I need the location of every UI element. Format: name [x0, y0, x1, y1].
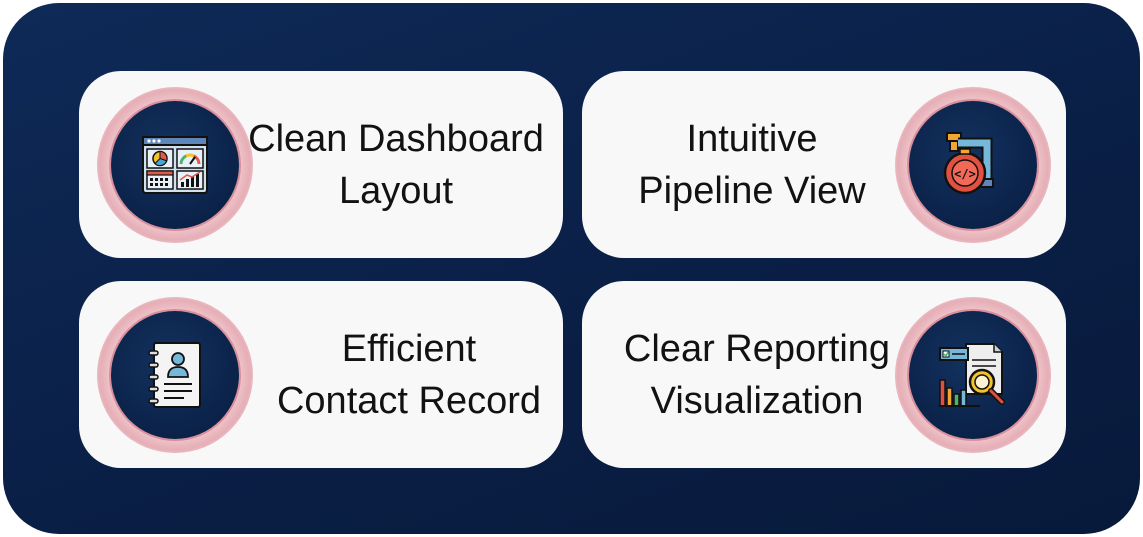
report-visualization-icon — [909, 311, 1037, 439]
svg-text:</>: </> — [954, 167, 976, 181]
feature-title-line-1: Clean Dashboard — [248, 117, 544, 160]
feature-title-line-2: Contact Record — [276, 379, 541, 422]
features-panel: Clean Dashboard Layout </> Intuitive Pip… — [3, 3, 1140, 534]
feature-title-line-2: Visualization — [650, 379, 864, 422]
feature-title-line-1: Intuitive — [686, 117, 818, 160]
pipeline-icon: </> — [909, 101, 1037, 229]
feature-title-line-2: Layout — [338, 169, 454, 212]
feature-title: Clear Reporting Visualization — [602, 281, 912, 468]
contact-record-icon — [111, 311, 239, 439]
dashboard-icon — [111, 101, 239, 229]
feature-title-line-2: Pipeline View — [638, 169, 866, 212]
feature-title: Clean Dashboard Layout — [239, 71, 553, 258]
feature-card-clean-dashboard: Clean Dashboard Layout — [79, 71, 563, 258]
feature-title-line-1: Clear Reporting — [623, 327, 891, 370]
feature-title-line-1: Efficient — [341, 327, 477, 370]
feature-title: Efficient Contact Record — [259, 281, 559, 468]
feature-title: Intuitive Pipeline View — [612, 71, 892, 258]
feature-card-efficient-contact: Efficient Contact Record — [79, 281, 563, 468]
feature-card-clear-reporting: Clear Reporting Visualization — [582, 281, 1066, 468]
feature-card-intuitive-pipeline: </> Intuitive Pipeline View — [582, 71, 1066, 258]
